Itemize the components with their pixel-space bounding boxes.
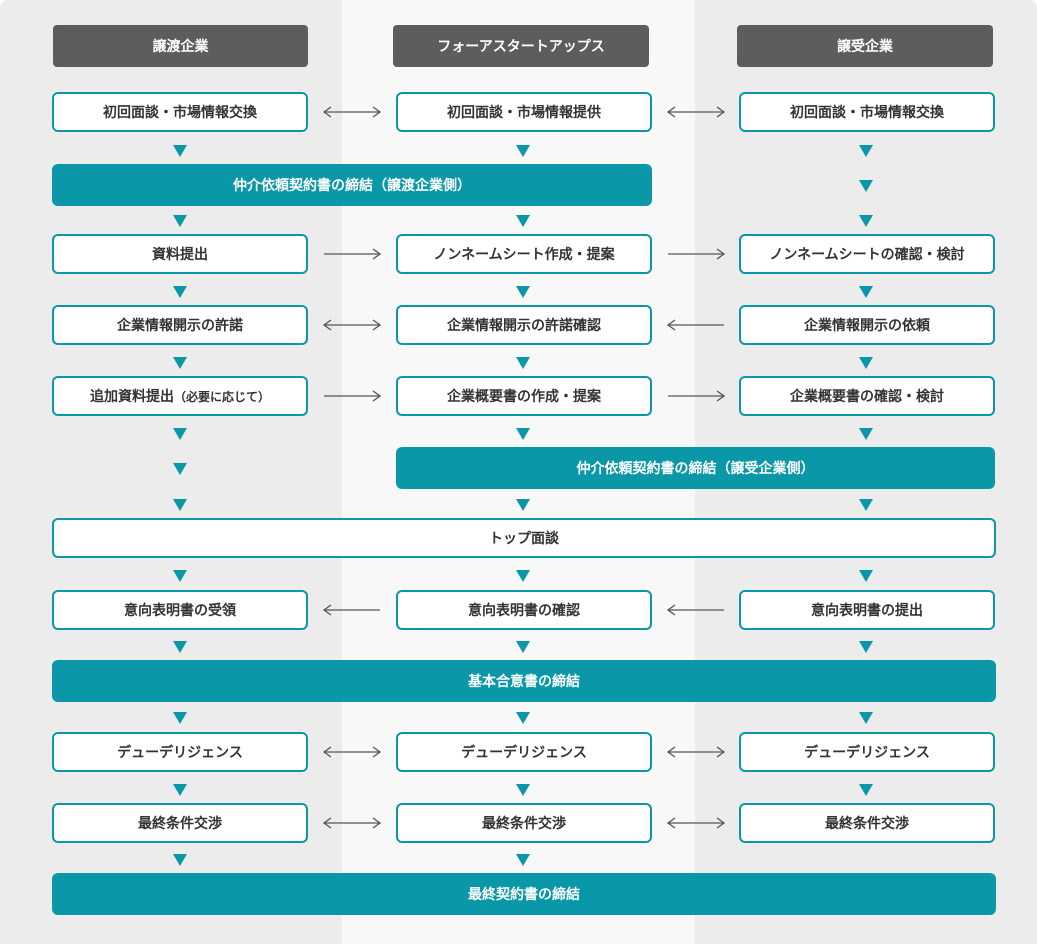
down-triangle-icon	[859, 145, 873, 157]
buyer-final-negotiation: 最終条件交渉	[739, 803, 995, 843]
right-arrow-icon	[666, 247, 726, 261]
seller-final-negotiation: 最終条件交渉	[52, 803, 308, 843]
down-triangle-icon	[859, 784, 873, 796]
agreement-buyer-bar: 仲介依頼契約書の締結（譲受企業側）	[396, 447, 995, 489]
middle-disclosure-confirm: 企業情報開示の許諾確認	[396, 305, 652, 345]
left-arrow-icon	[666, 318, 726, 332]
down-triangle-icon	[859, 215, 873, 227]
buyer-due-diligence: デューデリジェンス	[739, 732, 995, 772]
right-arrow-icon	[322, 389, 382, 403]
down-triangle-icon	[173, 357, 187, 369]
final-agreement-bar: 最終契約書の締結	[52, 873, 996, 915]
buyer-initial-meeting: 初回面談・市場情報交換	[739, 92, 995, 132]
buyer-overview-review: 企業概要書の確認・検討	[739, 376, 995, 416]
down-triangle-icon	[173, 463, 187, 475]
down-triangle-icon	[173, 428, 187, 440]
down-triangle-icon	[173, 145, 187, 157]
seller-due-diligence: デューデリジェンス	[52, 732, 308, 772]
left-arrow-icon	[666, 603, 726, 617]
down-triangle-icon	[859, 641, 873, 653]
seller-loi-receipt: 意向表明書の受領	[52, 590, 308, 630]
down-triangle-icon	[859, 180, 873, 192]
down-triangle-icon	[173, 641, 187, 653]
seller-additional-materials-note: （必要に応じて）	[173, 389, 270, 404]
down-triangle-icon	[516, 570, 530, 582]
right-arrow-icon	[666, 389, 726, 403]
down-triangle-icon	[516, 286, 530, 298]
down-triangle-icon	[516, 641, 530, 653]
down-triangle-icon	[173, 784, 187, 796]
middle-initial-meeting: 初回面談・市場情報提供	[396, 92, 652, 132]
down-triangle-icon	[516, 499, 530, 511]
down-triangle-icon	[859, 428, 873, 440]
header-buyer: 譲受企業	[737, 25, 993, 67]
down-triangle-icon	[859, 357, 873, 369]
down-triangle-icon	[516, 712, 530, 724]
double-arrow-icon	[666, 105, 726, 119]
down-triangle-icon	[173, 854, 187, 866]
down-triangle-icon	[859, 570, 873, 582]
double-arrow-icon	[666, 816, 726, 830]
down-triangle-icon	[516, 145, 530, 157]
seller-additional-materials-label: 追加資料提出	[89, 389, 174, 405]
down-triangle-icon	[516, 784, 530, 796]
down-triangle-icon	[516, 428, 530, 440]
down-triangle-icon	[859, 712, 873, 724]
buyer-noname-review: ノンネームシートの確認・検討	[739, 234, 995, 274]
down-triangle-icon	[859, 286, 873, 298]
double-arrow-icon	[666, 745, 726, 759]
down-triangle-icon	[516, 215, 530, 227]
middle-final-negotiation: 最終条件交渉	[396, 803, 652, 843]
buyer-disclosure-request: 企業情報開示の依頼	[739, 305, 995, 345]
double-arrow-icon	[322, 105, 382, 119]
double-arrow-icon	[322, 745, 382, 759]
buyer-loi-submit: 意向表明書の提出	[739, 590, 995, 630]
down-triangle-icon	[859, 499, 873, 511]
down-triangle-icon	[516, 854, 530, 866]
left-arrow-icon	[322, 603, 382, 617]
down-triangle-icon	[173, 499, 187, 511]
down-triangle-icon	[173, 712, 187, 724]
middle-noname-sheet: ノンネームシート作成・提案	[396, 234, 652, 274]
middle-due-diligence: デューデリジェンス	[396, 732, 652, 772]
double-arrow-icon	[322, 816, 382, 830]
down-triangle-icon	[516, 357, 530, 369]
right-arrow-icon	[322, 247, 382, 261]
column-background-left	[0, 0, 342, 944]
seller-submit-materials: 資料提出	[52, 234, 308, 274]
header-seller: 譲渡企業	[53, 25, 308, 67]
basic-agreement-bar: 基本合意書の締結	[52, 660, 996, 702]
header-forstartups: フォーアスタートアップス	[393, 25, 649, 67]
down-triangle-icon	[173, 215, 187, 227]
middle-overview-creation: 企業概要書の作成・提案	[396, 376, 652, 416]
seller-additional-materials: 追加資料提出（必要に応じて）	[52, 376, 308, 416]
top-meeting: トップ面談	[52, 518, 996, 558]
middle-loi-confirm: 意向表明書の確認	[396, 590, 652, 630]
down-triangle-icon	[173, 570, 187, 582]
seller-initial-meeting: 初回面談・市場情報交換	[52, 92, 308, 132]
double-arrow-icon	[322, 318, 382, 332]
down-triangle-icon	[173, 286, 187, 298]
agreement-seller-bar: 仲介依頼契約書の締結（譲渡企業側）	[52, 164, 652, 206]
seller-disclosure-permission: 企業情報開示の許諾	[52, 305, 308, 345]
